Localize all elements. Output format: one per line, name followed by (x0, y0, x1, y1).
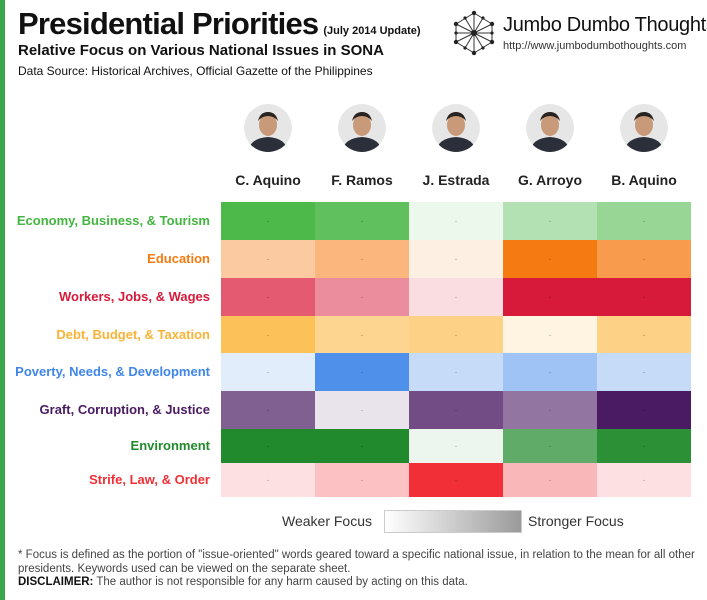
heatmap-cell-poverty-needs-development-b-aquino: - (597, 353, 691, 391)
footnote: * Focus is defined as the portion of "is… (18, 549, 695, 575)
brand-name: Jumbo Dumbo Thoughts (503, 14, 707, 36)
heatmap-cell-environment-c-aquino: - (221, 429, 315, 463)
portrait-c-aquino (244, 104, 292, 152)
heatmap-cell-debt-budget-taxation-c-aquino: - (221, 316, 315, 353)
brand: Jumbo Dumbo Thoughts http://www.jumbodum… (451, 10, 707, 62)
heatmap-cell-poverty-needs-development-g-arroyo: - (503, 353, 597, 391)
heatmap-cell-poverty-needs-development-c-aquino: - (221, 353, 315, 391)
heatmap-cell-poverty-needs-development-f-ramos: - (315, 353, 409, 391)
row-label-poverty-needs-development: Poverty, Needs, & Development (15, 364, 210, 379)
portrait-b-aquino (620, 104, 668, 152)
column-header-g-arroyo: G. Arroyo (517, 172, 583, 188)
heatmap-cell-poverty-needs-development-j-estrada: - (409, 353, 503, 391)
row-label-economy-business-tourism: Economy, Business, & Tourism (16, 213, 210, 228)
heatmap-cell-economy-business-tourism-g-arroyo: - (503, 202, 597, 240)
column-header-c-aquino: C. Aquino (235, 172, 301, 188)
heatmap-cell-environment-j-estrada: - (409, 429, 503, 463)
row-label-environment: Environment (130, 438, 210, 453)
legend-weaker: Weaker Focus (282, 513, 372, 529)
legend-stronger: Stronger Focus (528, 513, 624, 529)
legend-gradient (384, 510, 522, 533)
column-header-b-aquino: B. Aquino (611, 172, 677, 188)
portrait-j-estrada (432, 104, 480, 152)
heatmap-cell-environment-f-ramos: - (315, 429, 409, 463)
brand-url: http://www.jumbodumbothoughts.com (503, 40, 687, 52)
heatmap-cell-workers-jobs-wages-b-aquino: - (597, 278, 691, 316)
heatmap-cell-environment-b-aquino: - (597, 429, 691, 463)
portrait-f-ramos (338, 104, 386, 152)
chart-subtitle: Relative Focus on Various National Issue… (18, 42, 384, 59)
disclaimer-label: DISCLAIMER: (18, 576, 94, 588)
heatmap-cell-economy-business-tourism-b-aquino: - (597, 202, 691, 240)
heatmap-cell-debt-budget-taxation-f-ramos: - (315, 316, 409, 353)
heatmap-cell-strife-law-order-c-aquino: - (221, 463, 315, 497)
network-logo-icon (453, 10, 495, 56)
heatmap-cell-workers-jobs-wages-j-estrada: - (409, 278, 503, 316)
disclaimer: DISCLAIMER: The author is not responsibl… (18, 576, 468, 588)
heatmap-cell-graft-corruption-justice-j-estrada: - (409, 391, 503, 429)
portrait-g-arroyo (526, 104, 574, 152)
heatmap-cell-education-c-aquino: - (221, 240, 315, 278)
row-label-debt-budget-taxation: Debt, Budget, & Taxation (56, 326, 210, 342)
heatmap-cell-economy-business-tourism-f-ramos: - (315, 202, 409, 240)
heatmap-cell-graft-corruption-justice-f-ramos: - (315, 391, 409, 429)
heatmap-cell-strife-law-order-j-estrada: - (409, 463, 503, 497)
heatmap-cell-graft-corruption-justice-c-aquino: - (221, 391, 315, 429)
row-label-workers-jobs-wages: Workers, Jobs, & Wages (59, 289, 210, 304)
heatmap-cell-workers-jobs-wages-f-ramos: - (315, 278, 409, 316)
heatmap-cell-workers-jobs-wages-g-arroyo: - (503, 278, 597, 316)
heatmap-cell-graft-corruption-justice-g-arroyo: - (503, 391, 597, 429)
heatmap-cell-education-g-arroyo: - (503, 240, 597, 278)
heatmap-cell-education-b-aquino: - (597, 240, 691, 278)
heatmap-cell-education-j-estrada: - (409, 240, 503, 278)
heatmap-cell-debt-budget-taxation-b-aquino: - (597, 316, 691, 353)
accent-bar (0, 0, 5, 600)
row-label-education: Education (147, 251, 210, 266)
column-header-j-estrada: J. Estrada (422, 172, 490, 188)
heatmap-cell-workers-jobs-wages-c-aquino: - (221, 278, 315, 316)
row-label-strife-law-order: Strife, Law, & Order (89, 472, 210, 487)
disclaimer-text: The author is not responsible for any ha… (93, 576, 468, 588)
heatmap-cell-economy-business-tourism-j-estrada: - (409, 202, 503, 240)
row-label-graft-corruption-justice: Graft, Corruption, & Justice (39, 402, 210, 417)
heatmap-cell-strife-law-order-b-aquino: - (597, 463, 691, 497)
heatmap-cell-education-f-ramos: - (315, 240, 409, 278)
column-header-f-ramos: F. Ramos (331, 172, 393, 188)
heatmap-cell-environment-g-arroyo: - (503, 429, 597, 463)
heatmap-cell-economy-business-tourism-c-aquino: - (221, 202, 315, 240)
data-source: Data Source: Historical Archives, Offici… (18, 64, 373, 78)
heatmap-cell-strife-law-order-g-arroyo: - (503, 463, 597, 497)
heatmap-cell-strife-law-order-f-ramos: - (315, 463, 409, 497)
heatmap-cell-debt-budget-taxation-j-estrada: - (409, 316, 503, 353)
heatmap-cell-graft-corruption-justice-b-aquino: - (597, 391, 691, 429)
chart-title: Presidential Priorities(July 2014 Update… (18, 6, 421, 41)
title-update: (July 2014 Update) (323, 25, 421, 37)
heatmap-cell-debt-budget-taxation-g-arroyo: - (503, 316, 597, 353)
